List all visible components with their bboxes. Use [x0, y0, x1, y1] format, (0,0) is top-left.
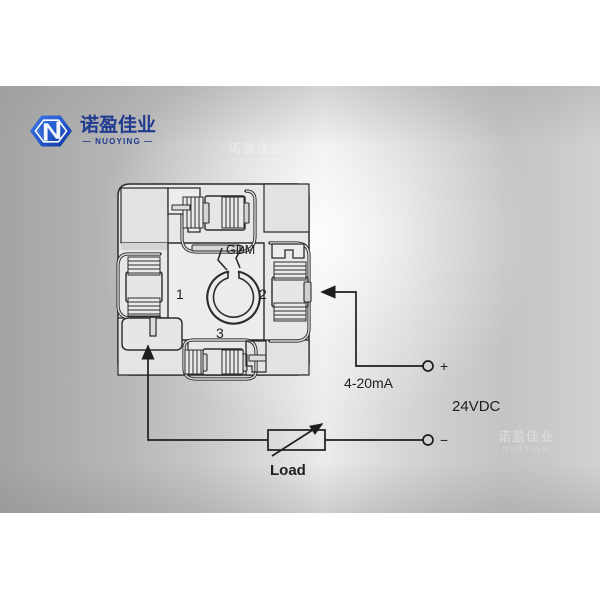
logo-accent-left: [37, 123, 43, 139]
wire-negative-left-segment: [141, 344, 268, 441]
housing-step-upper-right: [263, 183, 310, 233]
connector-1-clamp-bow-highlight: [117, 253, 160, 319]
logo-letter-n: [43, 121, 61, 141]
housing-step-upper-left: [120, 187, 169, 244]
terminal-negative-label: −: [440, 432, 448, 448]
connector-3-tab: [248, 354, 267, 362]
connector-top-lip: [191, 244, 241, 252]
watermark-subtext: NUOYING: [232, 158, 280, 165]
wire-positive-path: [320, 285, 424, 367]
housing-step-shadow: [121, 243, 168, 250]
terminal-node-positive: [422, 360, 434, 372]
supply-voltage-label: 24VDC: [452, 398, 501, 415]
connector-3-coil-left: [184, 349, 204, 375]
gdm-seal-ring: [206, 245, 261, 325]
brand-wordmark: 诺盈佳业 — NUOYING —: [80, 116, 156, 146]
wire-positive-branch: + 4-20mA: [320, 285, 448, 391]
connector-top-coil-right: [221, 196, 245, 229]
gdm-ring-body: [206, 271, 261, 325]
connector-top-tab: [171, 204, 191, 211]
terminal-node-negative: [422, 434, 434, 446]
hexagon-n-logo-icon: [30, 115, 72, 147]
brand-logo: 诺盈佳业 — NUOYING —: [28, 114, 156, 148]
brand-name-cn: 诺盈佳业: [80, 115, 157, 136]
gdm-leader-line: [217, 247, 228, 271]
terminal-number-3: 3: [216, 325, 224, 341]
connector-right-terminal-2: [268, 241, 312, 343]
connector-3-coil-right: [221, 349, 244, 375]
connector-3-clamp-bow-highlight: [183, 339, 257, 380]
connector-1-saddle-notch: [149, 318, 157, 337]
connector-2-contact-pad: [303, 281, 312, 303]
signal-label: 4-20mA: [344, 375, 394, 391]
band-top-shading: [0, 86, 600, 146]
wire-negative-branch: −: [141, 344, 448, 448]
terminal-number-1: 1: [176, 286, 184, 302]
load-variable-resistor: Load: [267, 423, 326, 479]
watermark-subtext: NUOYING: [502, 446, 550, 453]
gdm-leader-line-2: [235, 245, 244, 269]
watermark-top: 诺盈佳业 NUOYING: [228, 138, 284, 165]
watermark-text: 诺盈佳业: [228, 141, 285, 156]
connector-top: [167, 187, 257, 254]
connector-1-coil-top: [127, 256, 161, 276]
connector-left-terminal-1: [116, 252, 183, 351]
watermark-text: 诺盈佳业: [498, 429, 555, 444]
band-bottom-shading: [0, 463, 600, 513]
logo-hexagon-inner-ring: [34, 119, 68, 143]
terminal-positive-label: +: [440, 358, 448, 374]
connector-2-coil-bottom: [273, 302, 307, 322]
connector-2-coil-top: [273, 261, 307, 281]
connector-2-cap-plate: [271, 243, 305, 259]
brand-name-en: — NUOYING —: [82, 137, 154, 146]
load-label: Load: [270, 462, 306, 479]
connector-bottom-terminal-3: [182, 338, 267, 381]
connector-top-clamp-bow-highlight: [181, 190, 256, 253]
watermark-bottom-right: 诺盈佳业 NUOYING: [498, 426, 554, 453]
load-variability-arrow-icon: [271, 423, 324, 457]
load-resistor-body: [267, 429, 326, 451]
connector-3-frame: [245, 340, 267, 373]
connector-1-coil-bottom: [127, 297, 161, 317]
gdm-label: GDM: [226, 243, 255, 257]
terminal-number-2: 2: [259, 286, 267, 302]
connector-top-coil-left: [182, 196, 204, 229]
